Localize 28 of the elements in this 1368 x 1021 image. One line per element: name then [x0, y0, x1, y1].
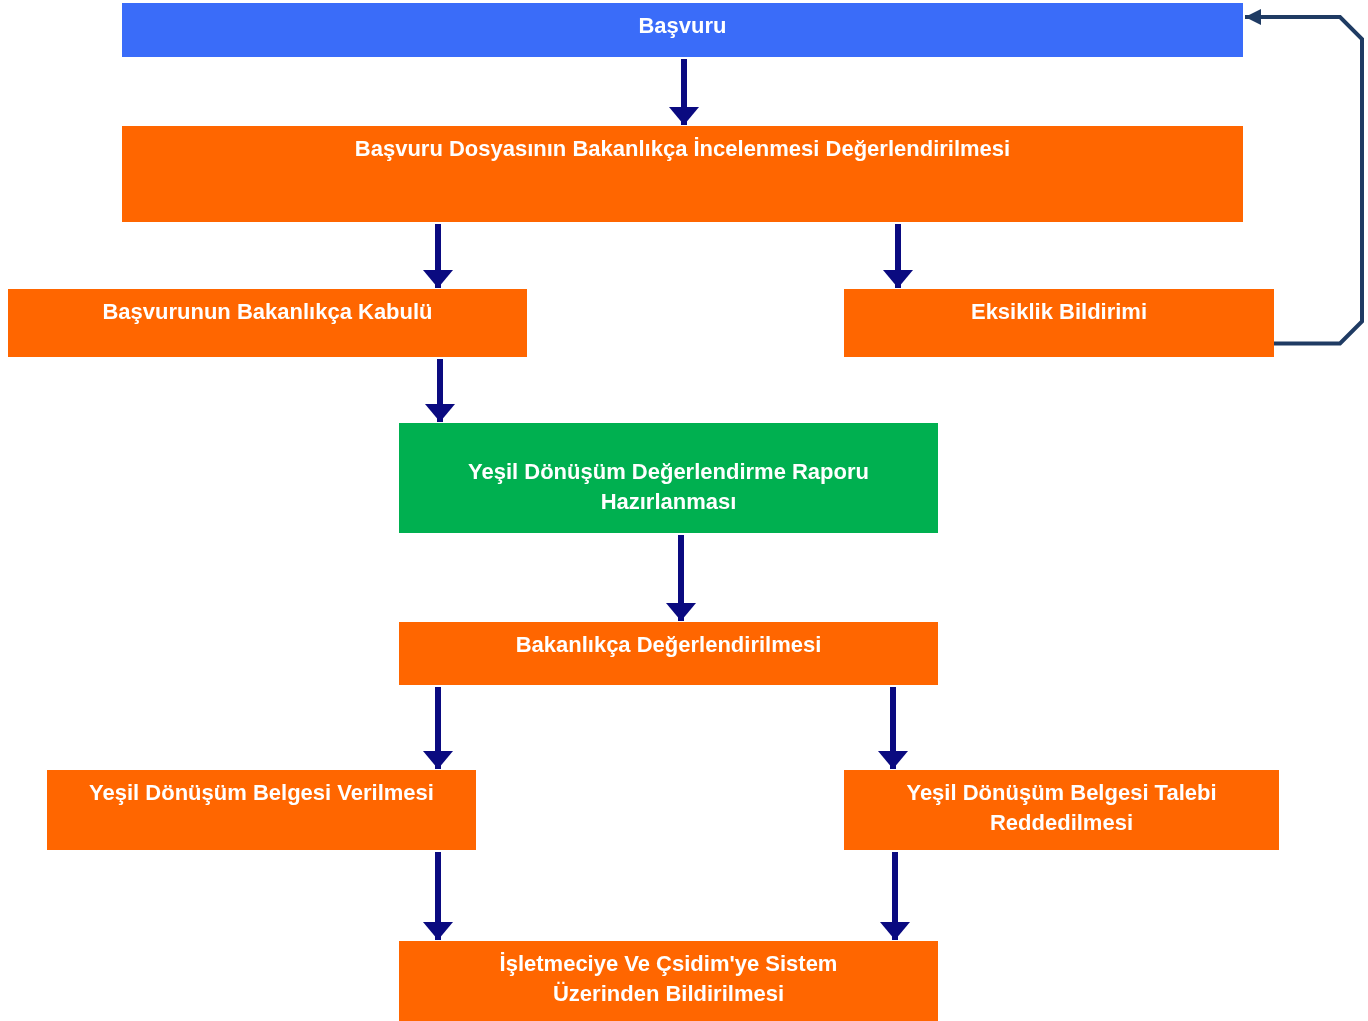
step-label: Başvurunun Bakanlıkça Kabulü	[102, 298, 433, 326]
process-box	[47, 770, 476, 850]
process-box	[844, 770, 1279, 850]
process-box	[844, 289, 1274, 357]
arrow	[880, 852, 910, 940]
process-box	[399, 423, 938, 533]
process-box	[8, 289, 527, 357]
arrow	[878, 687, 908, 769]
arrow	[423, 687, 453, 769]
step-label: Yeşil Dönüşüm Belgesi Verilmesi	[89, 779, 434, 807]
start-bar	[122, 3, 1243, 57]
step-label: İşletmeciye Ve Çsidim'ye Sistem Üzerinden Bildirilmesi	[498, 950, 839, 1008]
process-box	[122, 126, 1243, 222]
arrow	[666, 535, 696, 621]
arrow	[883, 224, 913, 288]
step-label: Bakanlıkça Değerlendirilmesi	[515, 631, 822, 659]
arrow	[425, 359, 455, 422]
arrow	[423, 852, 453, 940]
step-label: Başvuru Dosyasının Bakanlıkça İncelenmesi Değerlendirilmesi	[354, 135, 1011, 163]
process-box	[399, 622, 938, 685]
arrow	[669, 59, 699, 125]
step-label: Eksiklik Bildirimi	[970, 298, 1148, 326]
process-box	[399, 941, 938, 1021]
step-label: Yeşil Dönüşüm Değerlendirme Raporu Hazırlanması	[467, 458, 870, 516]
arrow	[423, 224, 453, 288]
step-label: Yeşil Dönüşüm Belgesi Talebi Reddedilmesi	[905, 779, 1218, 837]
arrow	[1245, 9, 1364, 346]
step-label: Başvuru	[638, 12, 727, 40]
